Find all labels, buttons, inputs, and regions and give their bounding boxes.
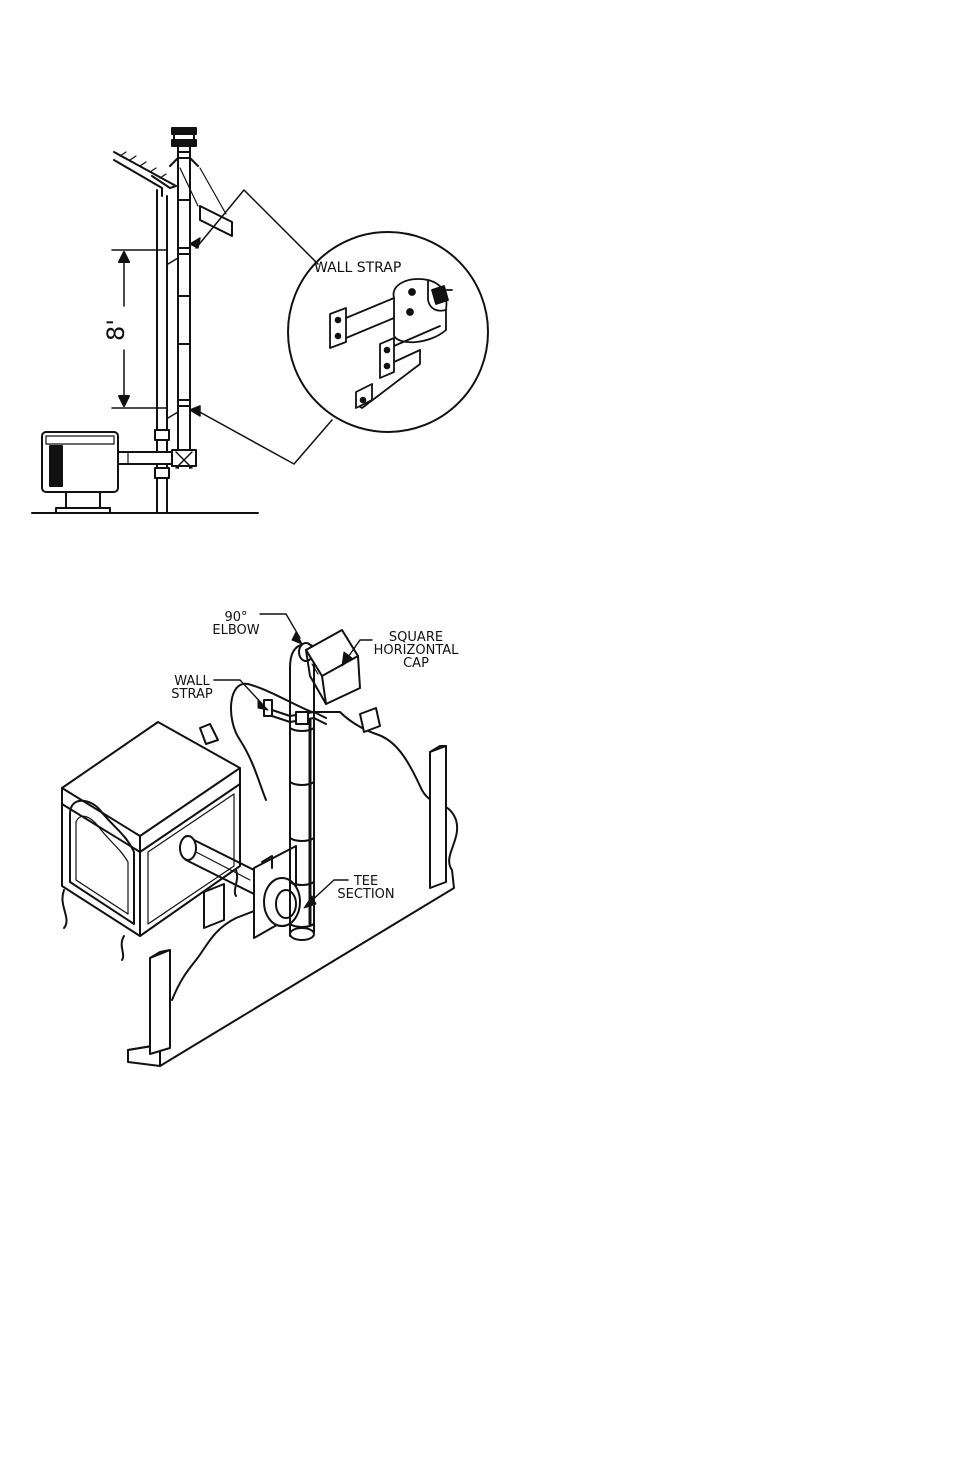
- cap-label-line3: CAP: [403, 656, 429, 671]
- dimension-label: 8': [102, 319, 130, 341]
- horizontal-connector: [118, 452, 172, 464]
- figure-horizontal-installation: 90° ELBOW SQUARE HORIZONTAL CAP WALL STR…: [62, 610, 459, 1066]
- tee-label-line2: SECTION: [337, 887, 394, 902]
- wall-strap-illustration: [330, 279, 452, 408]
- strap-leader: [214, 680, 264, 706]
- wall-strap-callout: WALL STRAP: [288, 232, 488, 432]
- callout-leader-lines: [190, 190, 332, 464]
- figure-vertical-installation: 8' WALL STRAP: [32, 128, 488, 513]
- strap-label-line2: STRAP: [171, 687, 213, 702]
- stove-side-view: [42, 432, 172, 513]
- chimney-pipe: [168, 128, 198, 468]
- roof: [114, 152, 176, 196]
- wall-thimble: [254, 846, 300, 938]
- wall-strap-callout-label: WALL STRAP: [314, 260, 401, 276]
- elbow-label-line2: ELBOW: [212, 623, 259, 638]
- elbow-leader: [260, 614, 300, 638]
